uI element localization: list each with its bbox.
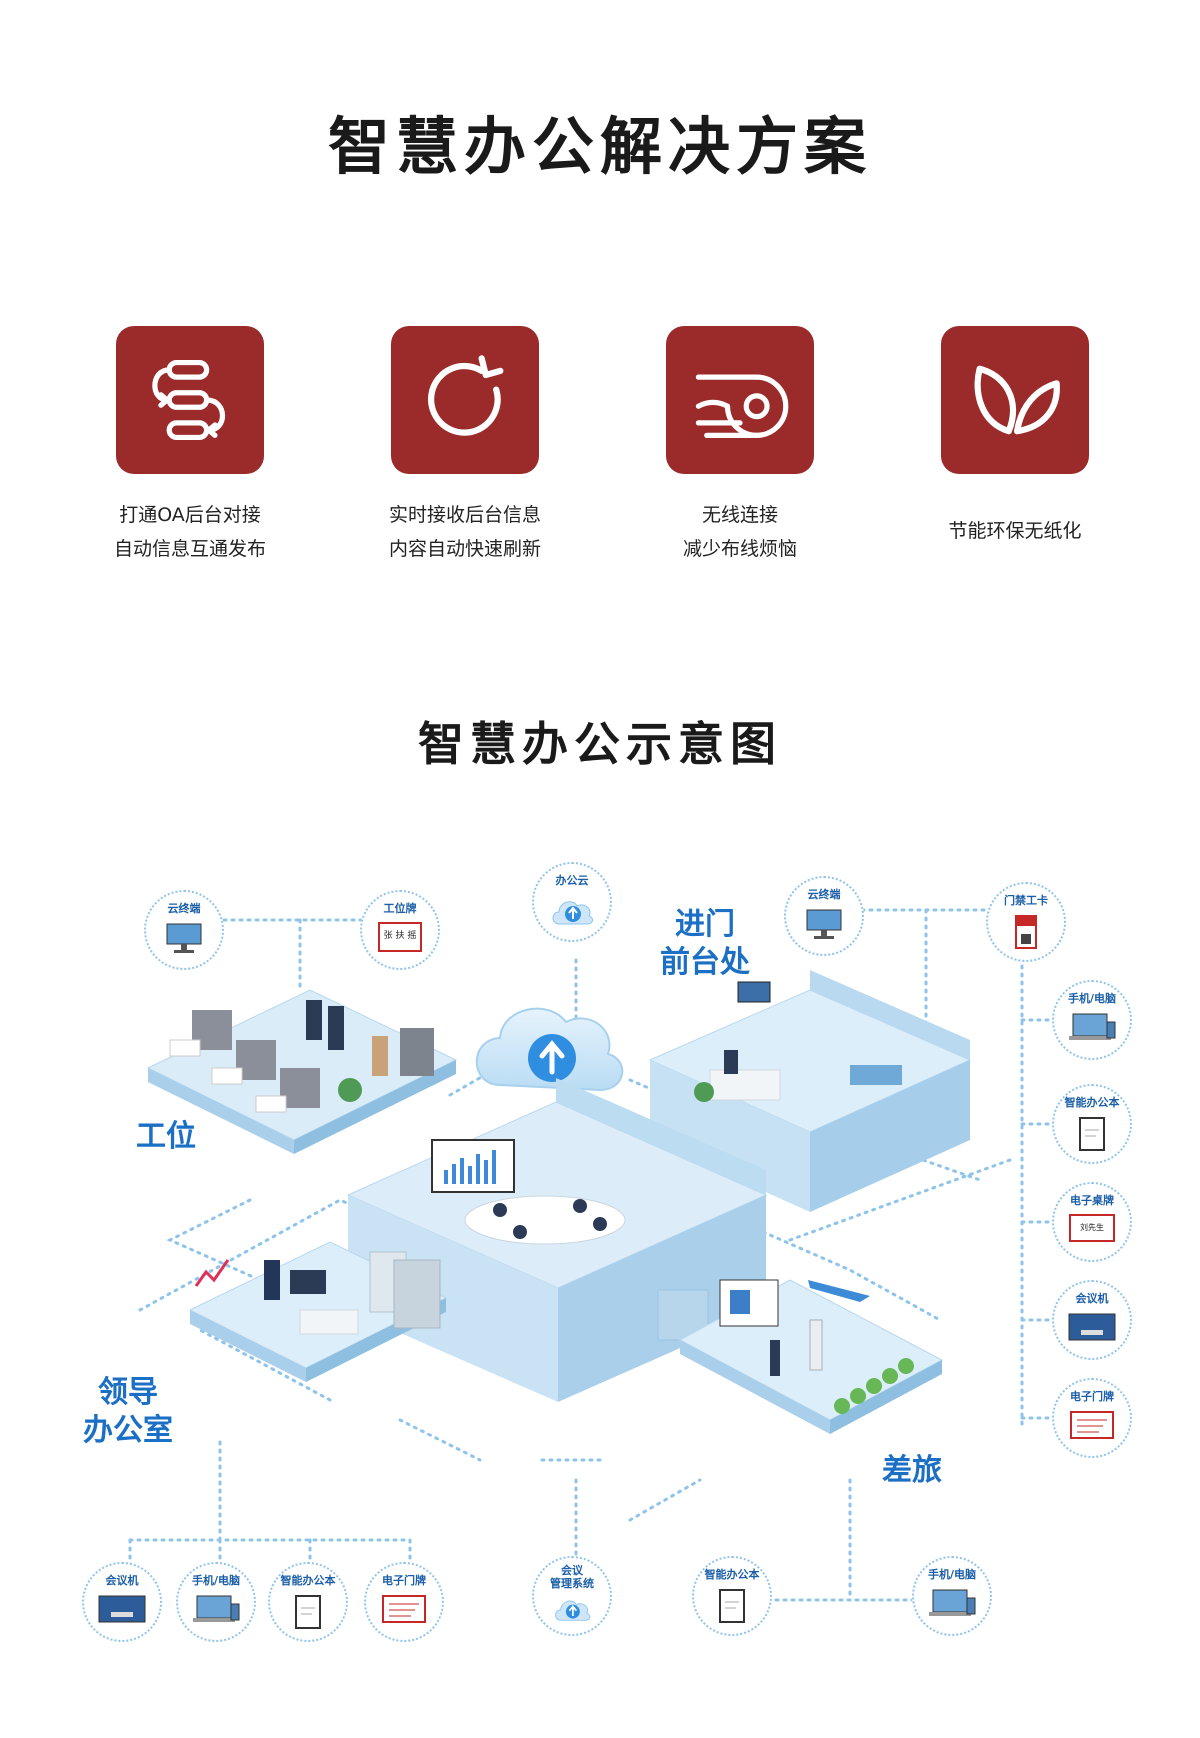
cloud-upload-icon [555,1600,591,1621]
wireless-icon [666,326,814,474]
badge-text: 张 扶 摇 [383,931,417,941]
page-title: 智慧办公解决方案 [327,110,872,183]
zone-label-workstation: 工位 [136,1119,196,1154]
feature-line: 内容自动快速刷新 [388,538,541,560]
diagram-illustration [128,908,1067,1602]
travel-area [678,1279,944,1434]
feature-line: 自动信息互通发布 [113,538,266,560]
zone-label-line: 领导 [98,1375,158,1410]
desk-sign-text: 刘先生 [1080,1223,1104,1232]
door-sign-icon [382,1595,426,1623]
feature-item: 实时接收后台信息 内容自动快速刷新 [345,326,585,566]
feature-line: 节能环保无纸化 [948,520,1082,542]
zone-label-line: 进门 [675,907,735,942]
phone-pc-node: 手机/电脑 [1052,980,1132,1060]
office-diagram: 工位 进门 前台处 领导 办公室 差旅 云终端 工位牌 张 扶 摇 办公云 云终… [0,840,1200,1738]
feature-item: 无线连接 减少布线烦恼 [620,326,860,566]
conference-machine-node: 会议机 [82,1562,162,1642]
feature-line: 减少布线烦恼 [682,538,797,560]
laptop-icon [929,1589,976,1616]
conference-machine-node: 会议机 [1052,1280,1132,1360]
zone-label-travel: 差旅 [882,1453,942,1488]
zone-label-reception: 进门 前台处 [650,906,760,982]
badge-icon: 张 扶 摇 [378,922,422,952]
leaf-icon [941,326,1089,474]
node-label-line: 会议 [561,1564,583,1577]
cloud-terminal-node: 云终端 [784,876,864,956]
zone-label-line: 办公室 [83,1413,173,1448]
refresh-icon [391,326,539,474]
feature-line: 实时接收后台信息 [388,504,541,526]
cloud-upload-icon [552,901,594,925]
monitor-icon [806,909,842,939]
display-icon [98,1595,146,1623]
laptop-icon [193,1595,240,1622]
laptop-icon [1069,1013,1116,1040]
tablet-icon [719,1589,745,1623]
phone-pc-node: 手机/电脑 [176,1562,256,1642]
door-sign-icon [1070,1411,1114,1439]
zone-label-line: 前台处 [660,945,750,980]
monitor-icon [166,923,202,953]
feature-line: 打通OA后台对接 [119,504,261,526]
workstation-area [146,989,458,1154]
conference-room [346,1078,768,1402]
feature-item: 节能环保无纸化 [895,326,1135,548]
meeting-system-node: 会议 管理系统 [532,1556,612,1636]
reception-area [648,970,972,1212]
zone-label-leader-office: 领导 办公室 [72,1374,184,1450]
desk-sign-icon: 刘先生 [1069,1214,1115,1242]
cloud-terminal-node: 云终端 [144,890,224,970]
node-label-line: 管理系统 [550,1577,594,1590]
feature-list: 打通OA后台对接 自动信息互通发布 实时接收后台信息 内容自动快速刷新 [0,326,1200,566]
id-card-icon [1015,915,1037,949]
phone-pc-node: 手机/电脑 [912,1556,992,1636]
feature-item: 打通OA后台对接 自动信息互通发布 [70,326,310,566]
feature-line: 无线连接 [701,504,778,526]
door-sign-node: 电子门牌 [1052,1378,1132,1458]
access-card-node: 门禁工卡 [986,882,1066,962]
work-badge-node: 工位牌 张 扶 摇 [360,890,440,970]
flow-icon [116,326,264,474]
cloud-icon [475,1007,624,1092]
smart-notebook-node: 智能办公本 [268,1562,348,1642]
smart-notebook-node: 智能办公本 [1052,1084,1132,1164]
desk-sign-node: 电子桌牌 刘先生 [1052,1182,1132,1262]
display-icon [1068,1313,1116,1341]
diagram-title: 智慧办公示意图 [418,717,782,771]
door-sign-node: 电子门牌 [364,1562,444,1642]
office-cloud-node: 办公云 [532,862,612,942]
smart-notebook-node: 智能办公本 [692,1556,772,1636]
tablet-icon [295,1595,321,1629]
tablet-icon [1079,1117,1105,1151]
leader-office-area [188,1241,448,1382]
